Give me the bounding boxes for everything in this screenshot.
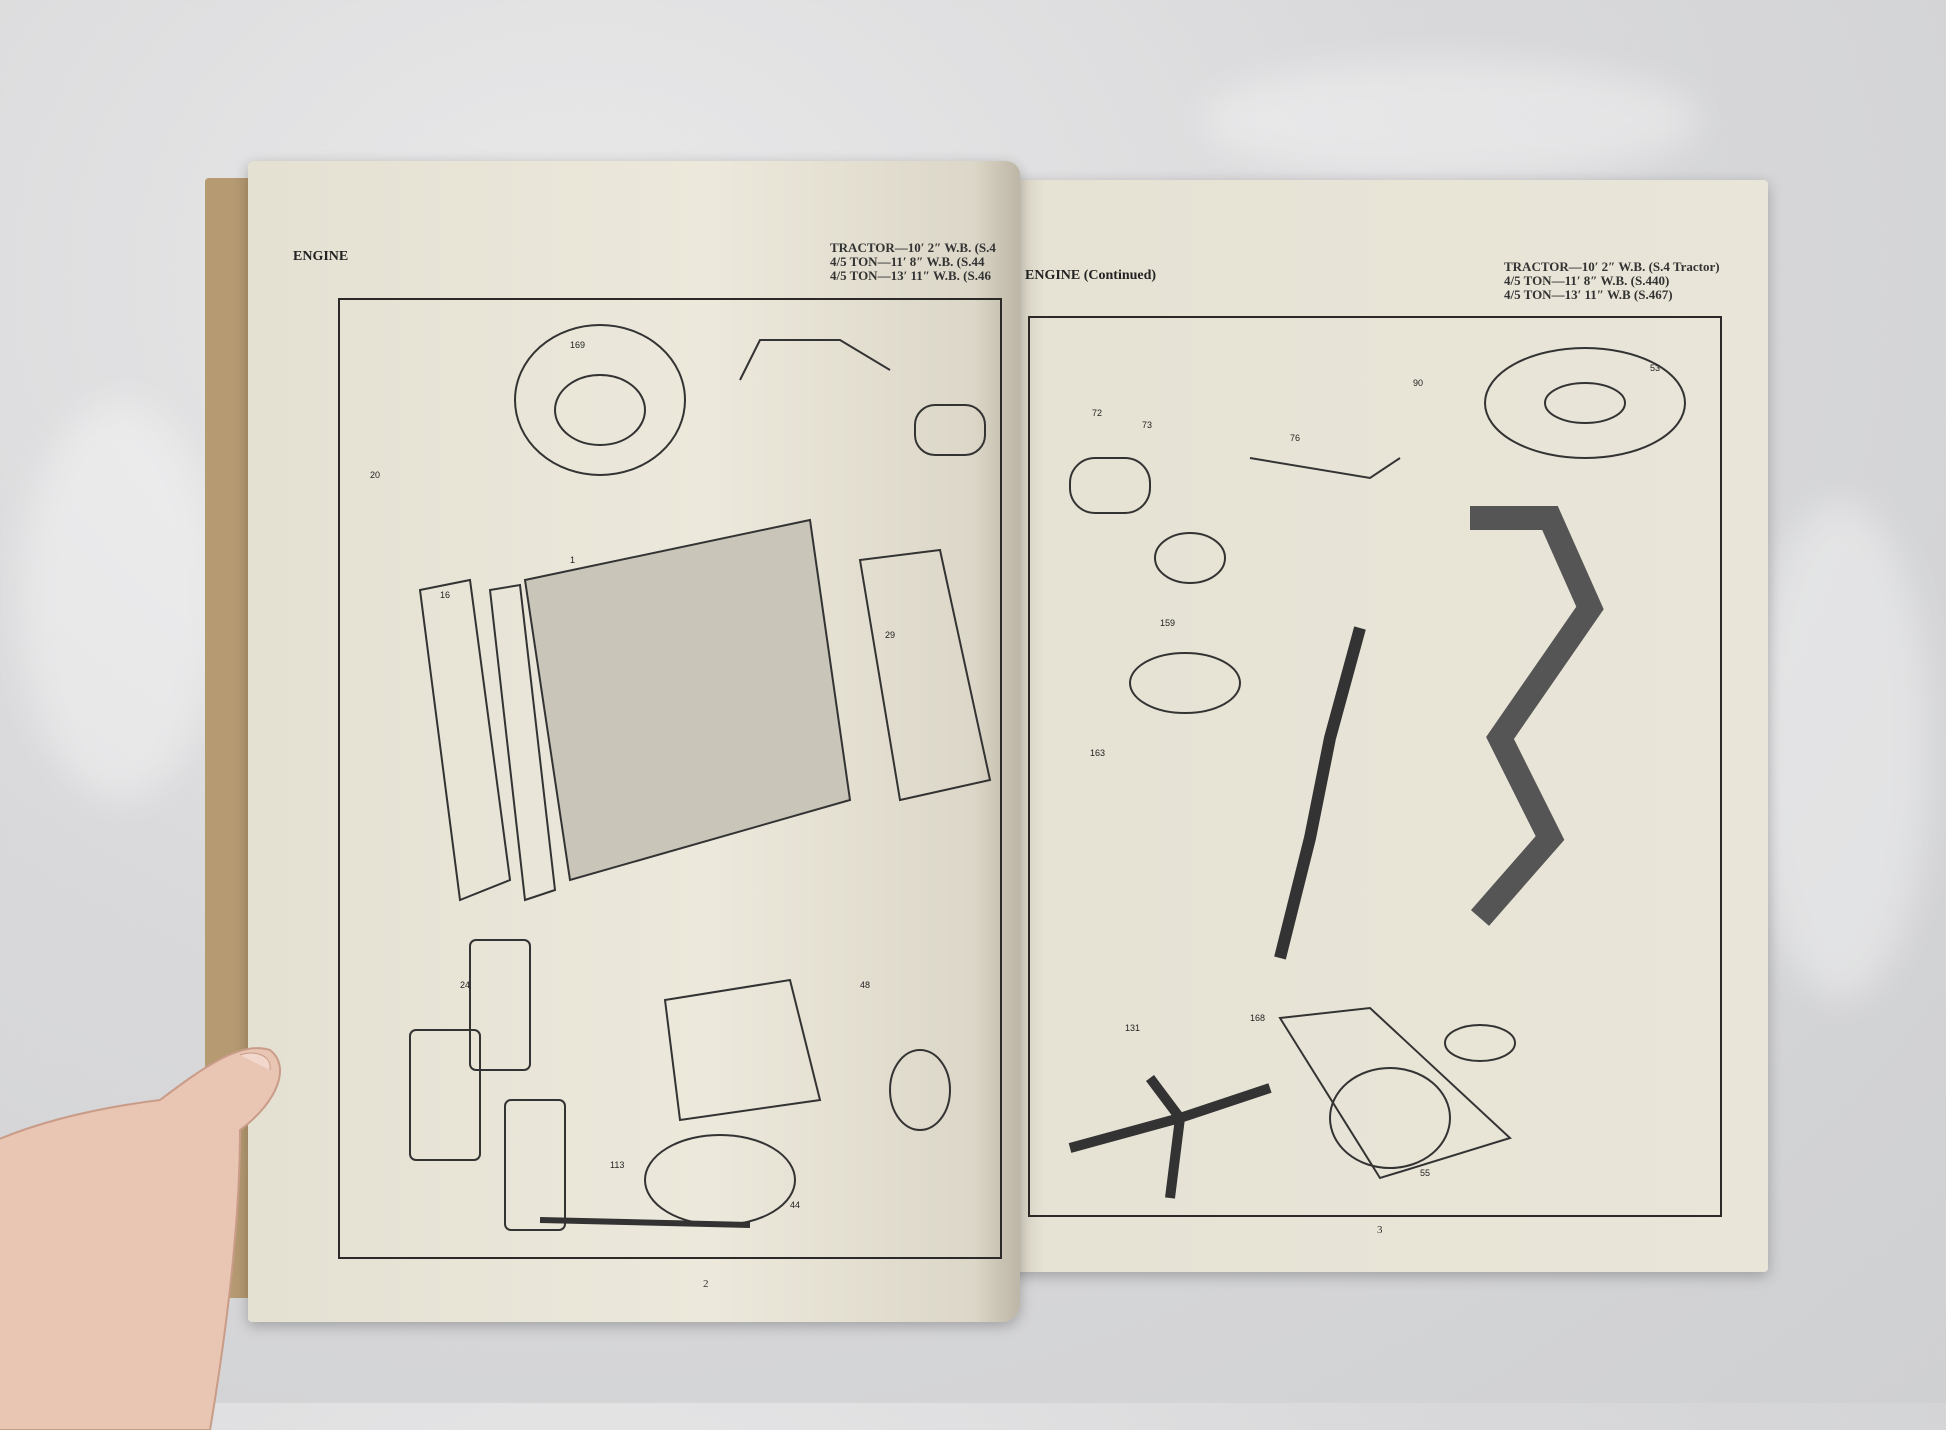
part-number: 55 (1420, 1168, 1431, 1178)
part-number: 20 (370, 470, 381, 480)
engine-parts-diagram-left (409, 324, 992, 1231)
left-diagram-frame: 169 20 16 1 29 24 113 44 48 (338, 298, 1002, 1259)
part-number: 16 (440, 590, 451, 600)
model-line: 4/5 TON—11′ 8″ W.B. (S.44 (830, 254, 985, 269)
cylinder-block (523, 518, 852, 882)
left-page-header: ENGINE (293, 249, 349, 264)
part-number: 24 (460, 980, 471, 990)
cloth-fold (20, 400, 220, 800)
part-number: 169 (570, 340, 586, 350)
left-page-number: 2 (703, 1278, 709, 1290)
model-line: TRACTOR—10′ 2″ W.B. (S.4 (830, 240, 996, 255)
model-line: TRACTOR—10′ 2″ W.B. (S.4 Tractor) (1504, 259, 1720, 274)
part-number: 1 (570, 555, 576, 565)
left-page: ENGINE TRACTOR—10′ 2″ W.B. (S.4 4/5 TON—… (248, 161, 1020, 1322)
timing-gasket (663, 978, 822, 1122)
part-number: 163 (1090, 748, 1106, 758)
hand (0, 1047, 281, 1430)
right-page-number: 3 (1377, 1224, 1383, 1236)
part-number: 168 (1250, 1013, 1266, 1023)
part-number: 73 (1142, 420, 1153, 430)
model-line: 4/5 TON—13′ 11″ W.B (S.467) (1504, 287, 1673, 302)
sump (858, 548, 992, 802)
part-number: 90 (1413, 378, 1424, 388)
part-number: 76 (1290, 433, 1301, 443)
water-pump (1129, 652, 1241, 714)
timing-chain (1444, 1024, 1516, 1062)
model-line: 4/5 TON—13′ 11″ W.B. (S.46 (830, 268, 991, 283)
flywheel-hub (1544, 382, 1626, 424)
bell-housing (514, 324, 686, 476)
part-number: 113 (610, 1160, 625, 1170)
filler-cap (889, 1049, 951, 1131)
piston (1069, 457, 1151, 514)
left-page-models: TRACTOR—10′ 2″ W.B. (S.4 4/5 TON—11′ 8″ … (830, 241, 996, 283)
crankshaft (1470, 506, 1604, 926)
part-number: 48 (860, 980, 871, 990)
oil-filter (914, 404, 986, 456)
cylinder-head (418, 578, 512, 902)
part-number: 29 (885, 630, 896, 640)
fan (1068, 1075, 1272, 1199)
cloth-fold (1200, 60, 1700, 180)
right-page-header: ENGINE (Continued) (1025, 268, 1157, 283)
engine-parts-diagram-right (1068, 347, 1686, 1199)
pulley (1329, 1067, 1451, 1169)
right-page: ENGINE (Continued) TRACTOR—10′ 2″ W.B. (… (999, 180, 1768, 1272)
right-diagram-frame: 72 73 76 90 53 159 163 131 168 55 (1028, 316, 1722, 1217)
cloth-fold (1750, 500, 1930, 1000)
head-gasket (488, 583, 557, 902)
part-number: 131 (1125, 1023, 1141, 1033)
rocker-cover-gasket (409, 1029, 481, 1161)
rocker-cover-2 (504, 1099, 566, 1231)
connecting-rod (1249, 457, 1401, 480)
part-number: 72 (1092, 408, 1103, 418)
flywheel (1484, 347, 1686, 459)
part-number: 53 (1650, 363, 1661, 373)
part-number: 159 (1160, 618, 1176, 628)
rocker-cover (469, 939, 531, 1071)
camshaft (1274, 626, 1366, 960)
pump-housing (1154, 532, 1226, 584)
oil-pipe (739, 339, 891, 381)
right-page-models: TRACTOR—10′ 2″ W.B. (S.4 Tractor) 4/5 TO… (1504, 260, 1720, 302)
fan-belt (1278, 1006, 1512, 1180)
dipstick (539, 1217, 751, 1228)
part-number: 44 (790, 1200, 801, 1210)
timing-cover (644, 1134, 796, 1226)
model-line: 4/5 TON—11′ 8″ W.B. (S.440) (1504, 273, 1670, 288)
